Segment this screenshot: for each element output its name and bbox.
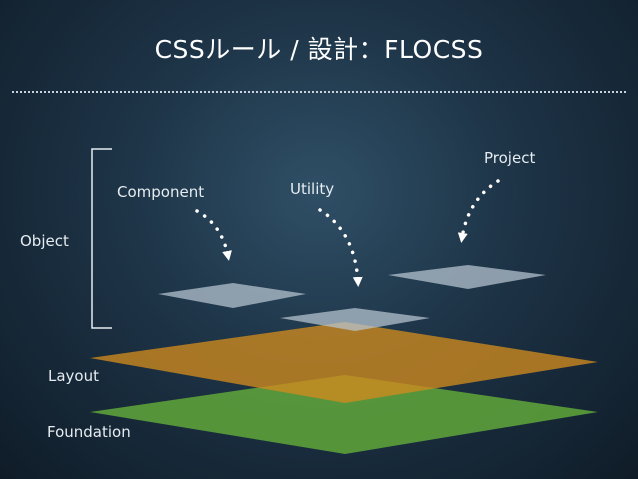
component-layer <box>158 283 306 308</box>
layout-label: Layout <box>48 367 99 385</box>
slide-title: CSSルール / 設計：FLOCSS <box>154 35 484 64</box>
project-arrow <box>457 179 500 243</box>
utility-arrow <box>318 208 363 287</box>
component-label: Component <box>117 183 205 201</box>
object-label: Object <box>20 232 69 250</box>
layout-layer <box>90 322 598 403</box>
object-bracket <box>91 148 112 329</box>
foundation-label: Foundation <box>47 423 131 441</box>
foundation-layer <box>90 375 598 454</box>
title-divider <box>12 91 626 93</box>
utility-label: Utility <box>290 180 335 198</box>
component-arrow <box>195 209 232 261</box>
project-layer <box>388 265 546 289</box>
project-label: Project <box>484 149 536 167</box>
utility-layer <box>280 308 430 331</box>
